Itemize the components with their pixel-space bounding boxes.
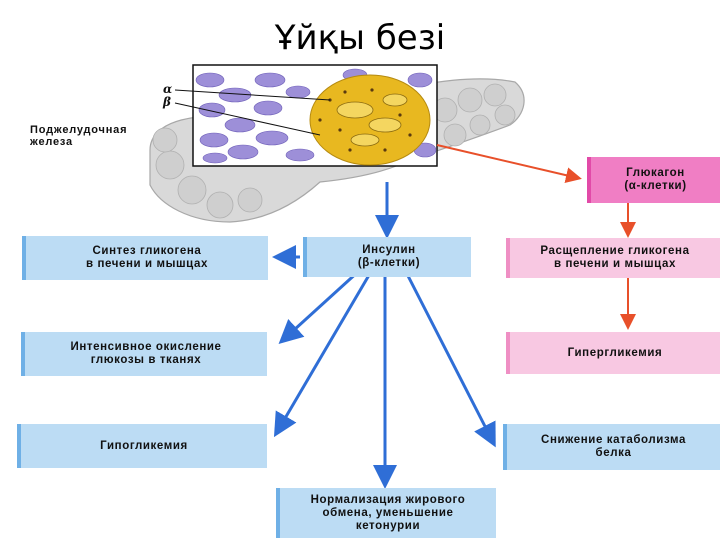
insulin-box: Инсулин (β-клетки) [303,237,471,277]
flow-arrows [272,144,636,489]
beta-cell-label: β [163,95,171,109]
fat-metabolism-box: Нормализация жирового обмена, уменьшение… [276,488,496,538]
glycogen-synthesis-box: Синтез гликогена в печени и мышцах [22,236,268,280]
pancreas-label: Поджелудочная железа [30,124,128,148]
hyperglycemia-box: Гипергликемия [506,332,720,374]
alpha-cell-label: α [163,82,173,96]
islet-micrograph [174,64,438,167]
page-title: Ұйқы безі [274,18,446,58]
glucagon-box: Глюкагон (α-клетки) [587,157,720,203]
hypoglycemia-box: Гипогликемия [17,424,267,468]
glycogen-breakdown-box: Расщепление гликогена в печени и мышцах [506,238,720,278]
glucose-oxidation-box: Интенсивное окисление глюкозы в тканях [21,332,267,376]
protein-catabolism-box: Снижение катаболизма белка [503,424,720,470]
